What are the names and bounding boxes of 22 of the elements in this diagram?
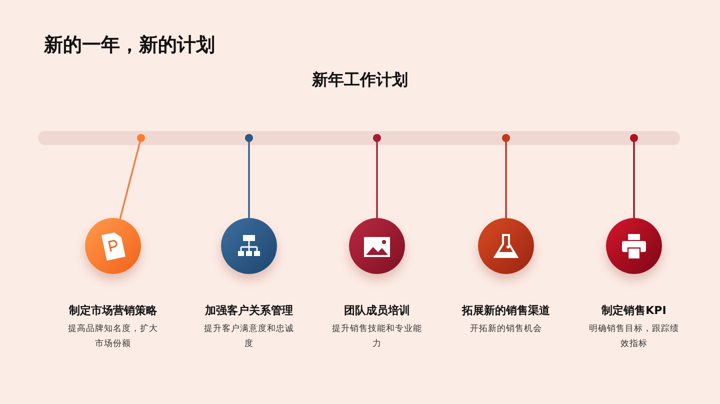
step-heading: 团队成员培训	[343, 303, 411, 318]
connector-line	[505, 142, 507, 218]
step-description: 提高品牌知名度，扩大市场份额	[68, 322, 158, 351]
timeline-title: 新年工作计划	[312, 70, 408, 91]
step-heading: 制定市场营销策略	[68, 303, 158, 318]
step-heading: 加强客户关系管理	[204, 303, 294, 318]
step-description: 明确销售目标，跟踪绩效指标	[589, 323, 679, 351]
step-heading: 拓展新的销售渠道	[460, 303, 551, 318]
icon-circle	[349, 218, 405, 274]
slide-title: 新的一年，新的计划	[44, 33, 215, 58]
connector-line	[119, 142, 141, 220]
connector-line	[633, 142, 635, 218]
connector-line	[376, 142, 378, 218]
step-description: 提升客户满意度和忠诚度	[204, 322, 294, 351]
icon-circle	[85, 218, 141, 274]
icon-circle	[478, 218, 534, 274]
icon-circle	[606, 218, 662, 274]
step-description: 开拓新的销售机会	[469, 323, 543, 336]
connector-line	[248, 142, 250, 218]
step-heading: 制定销售KPI	[600, 303, 668, 318]
icon-circle	[221, 218, 277, 274]
step-description: 提升销售技能和专业能力	[332, 323, 422, 351]
